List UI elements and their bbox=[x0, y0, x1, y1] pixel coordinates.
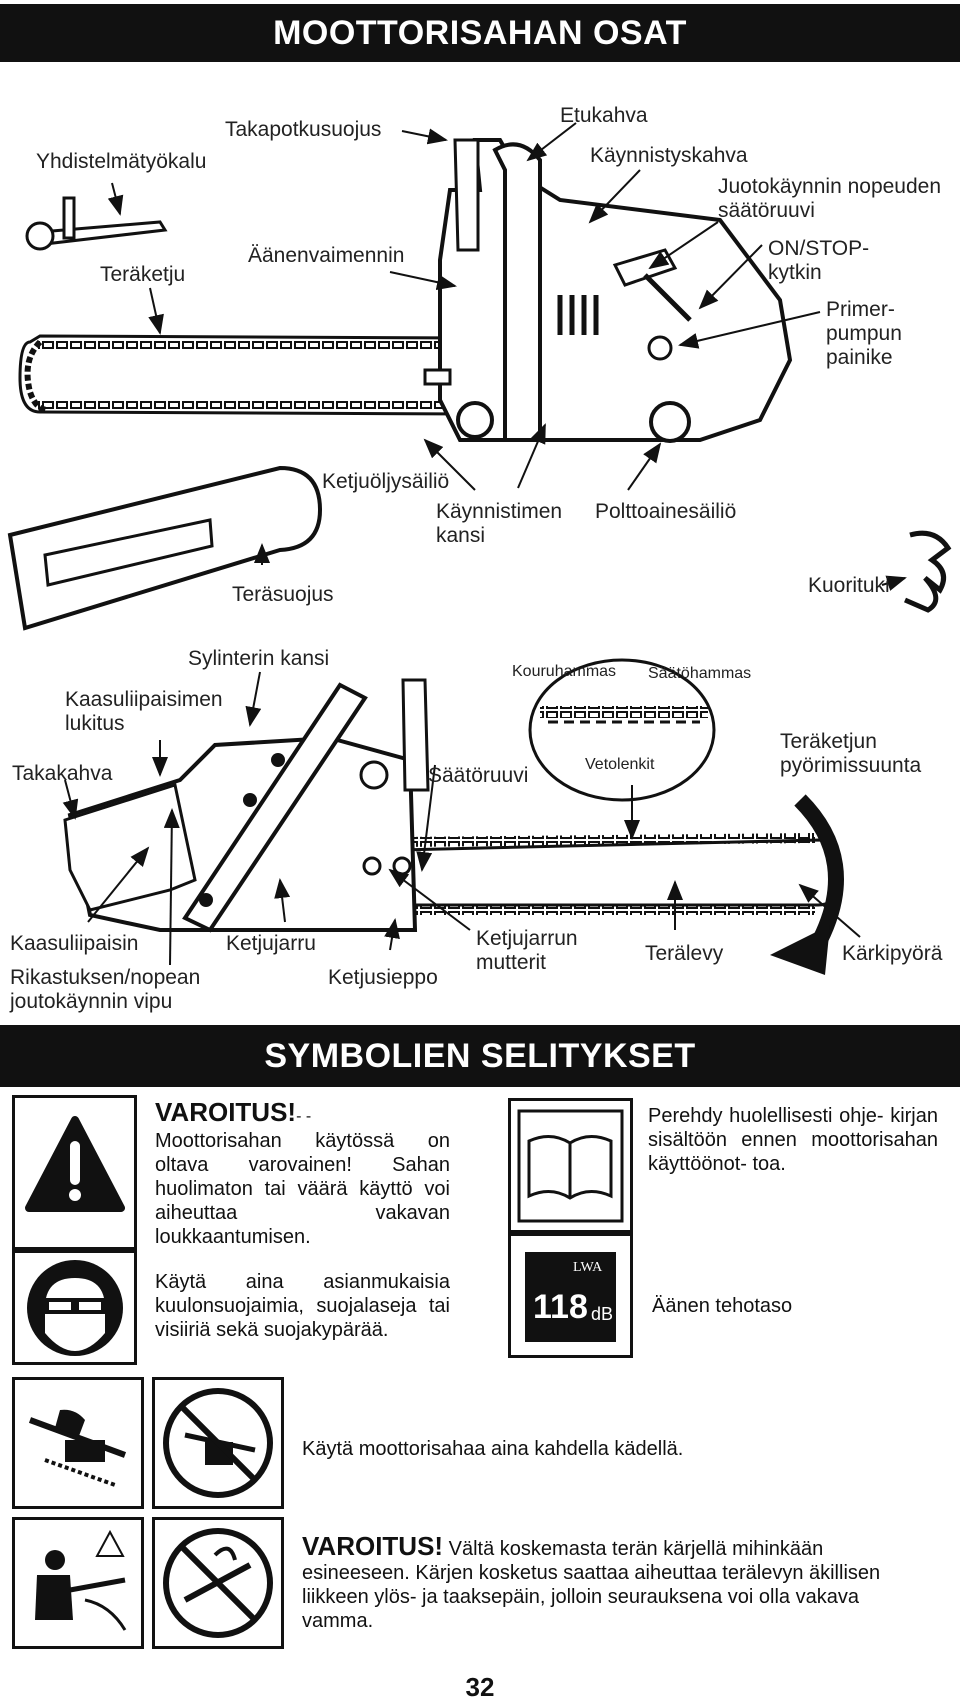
one-hand-prohibited-box bbox=[152, 1377, 284, 1509]
label-on-stop: ON/STOP- kytkin bbox=[768, 237, 870, 284]
db-value: 118 bbox=[533, 1288, 588, 1326]
label-ketjujarru: Ketjujarru bbox=[226, 932, 316, 955]
tip-contact-prohibited-icon bbox=[163, 1528, 273, 1638]
protective-gear-icon bbox=[27, 1260, 123, 1356]
page-title-banner: MOOTTORISAHAN OSAT bbox=[0, 4, 960, 62]
chain-detail-icon bbox=[528, 658, 716, 802]
open-book-icon bbox=[517, 1109, 624, 1223]
warning-text-block: VAROITUS!- - Moottorisahan käytössä on o… bbox=[155, 1097, 450, 1249]
label-karkipyora: Kärkipyörä bbox=[842, 942, 943, 965]
ppe-text: Käytä aina asianmukaisia kuulonsuojaimia… bbox=[155, 1271, 450, 1341]
label-sylinterin-kansi: Sylinterin kansi bbox=[188, 647, 330, 670]
label-primer: Primer- pumpun painike bbox=[826, 298, 902, 369]
label-polttoainesailio: Polttoainesäiliö bbox=[595, 500, 737, 523]
page-number: 32 bbox=[465, 1672, 495, 1702]
combination-tool-icon bbox=[25, 196, 168, 251]
label-terasuojus: Teräsuojus bbox=[232, 583, 334, 606]
sound-level-badge: LWA 118 dB bbox=[525, 1252, 616, 1342]
label-kaasuliipaisin: Kaasuliipaisin bbox=[10, 932, 139, 955]
label-aanenvaimennin: Äänenvaimennin bbox=[248, 244, 405, 267]
label-ketjujarrun-mutterit: Ketjujarrun mutterit bbox=[476, 927, 578, 974]
warning-heading: VAROITUS! bbox=[155, 1097, 297, 1127]
page-title: MOOTTORISAHAN OSAT bbox=[273, 14, 687, 52]
label-pyorimissuunta: Teräketjun pyörimissuunta bbox=[780, 730, 922, 777]
label-takakahva: Takakahva bbox=[12, 762, 113, 785]
lwa-label: LWA bbox=[573, 1260, 603, 1275]
kickback-text: Vältä koskemasta terän kärjellä mihinkää… bbox=[302, 1538, 881, 1632]
manual-text: Perehdy huolellisesti ohje- kirjan sisäl… bbox=[648, 1105, 938, 1175]
top-chainsaw-icon bbox=[18, 138, 793, 443]
label-ketjuoljysailio: Ketjuöljysäiliö bbox=[322, 470, 450, 493]
symbols-title-banner: SYMBOLIEN SELITYKSET bbox=[0, 1025, 960, 1087]
label-kouruhammas: Kouruhammas bbox=[512, 663, 617, 680]
label-saatoruuvi: Säätöruuvi bbox=[428, 764, 529, 787]
symbols-title: SYMBOLIEN SELITYKSET bbox=[264, 1037, 696, 1075]
label-takapotkusuojus: Takapotkusuojus bbox=[225, 118, 382, 141]
kickback-symbol-box bbox=[12, 1517, 144, 1649]
bottom-chainsaw-icon bbox=[63, 678, 844, 975]
ppe-symbol-box bbox=[12, 1250, 137, 1365]
manual-symbol-box bbox=[508, 1098, 633, 1233]
kickback-heading: VAROITUS! bbox=[302, 1531, 444, 1561]
warning-text: Moottorisahan käytössä on oltava varovai… bbox=[155, 1130, 450, 1248]
two-hands-text: Käytä moottorisahaa aina kahdella kädell… bbox=[302, 1438, 684, 1460]
one-hand-prohibited-icon bbox=[163, 1388, 273, 1498]
label-juotokaynnin: Juotokäynnin nopeuden säätöruuvi bbox=[718, 175, 942, 222]
label-kaynnistyskahva: Käynnistyskahva bbox=[590, 144, 748, 167]
label-yhdistelmatyokalu: Yhdistelmätyökalu bbox=[36, 150, 207, 173]
label-teraketju-top: Teräketju bbox=[100, 263, 186, 286]
db-unit: dB bbox=[591, 1304, 614, 1324]
sound-symbol-box: LWA 118 dB bbox=[508, 1233, 633, 1358]
label-kuorituki: Kuorituki bbox=[808, 574, 890, 597]
kickback-text-block: VAROITUS! Vältä koskemasta terän kärjell… bbox=[302, 1531, 932, 1633]
tip-contact-prohibited-box bbox=[152, 1517, 284, 1649]
warning-triangle-icon bbox=[25, 1116, 125, 1212]
two-hands-symbol-box bbox=[12, 1377, 144, 1509]
label-saatohammas: Säätöhammas bbox=[648, 665, 752, 682]
warning-dashes: - - bbox=[296, 1108, 312, 1125]
label-etukahva: Etukahva bbox=[560, 104, 648, 127]
label-vetolenkit: Vetolenkit bbox=[585, 756, 655, 773]
label-rikastuksen: Rikastuksen/nopean joutokäynnin vipu bbox=[10, 966, 201, 1013]
sound-text: Äänen tehotaso bbox=[652, 1295, 793, 1317]
bar-sheath-icon bbox=[7, 465, 323, 631]
label-teralevy: Terälevy bbox=[645, 942, 724, 965]
label-ketjusieppo: Ketjusieppo bbox=[328, 966, 438, 989]
label-kaasuliipaisimen-lukitus: Kaasuliipaisimen lukitus bbox=[65, 688, 223, 735]
two-hands-saw-icon bbox=[28, 1409, 127, 1487]
bumper-spike-icon bbox=[904, 530, 952, 613]
kickback-warning-icon bbox=[35, 1529, 127, 1631]
warning-symbol-box bbox=[12, 1095, 137, 1250]
label-kaynnistimen-kansi: Käynnistimen kansi bbox=[436, 500, 563, 547]
